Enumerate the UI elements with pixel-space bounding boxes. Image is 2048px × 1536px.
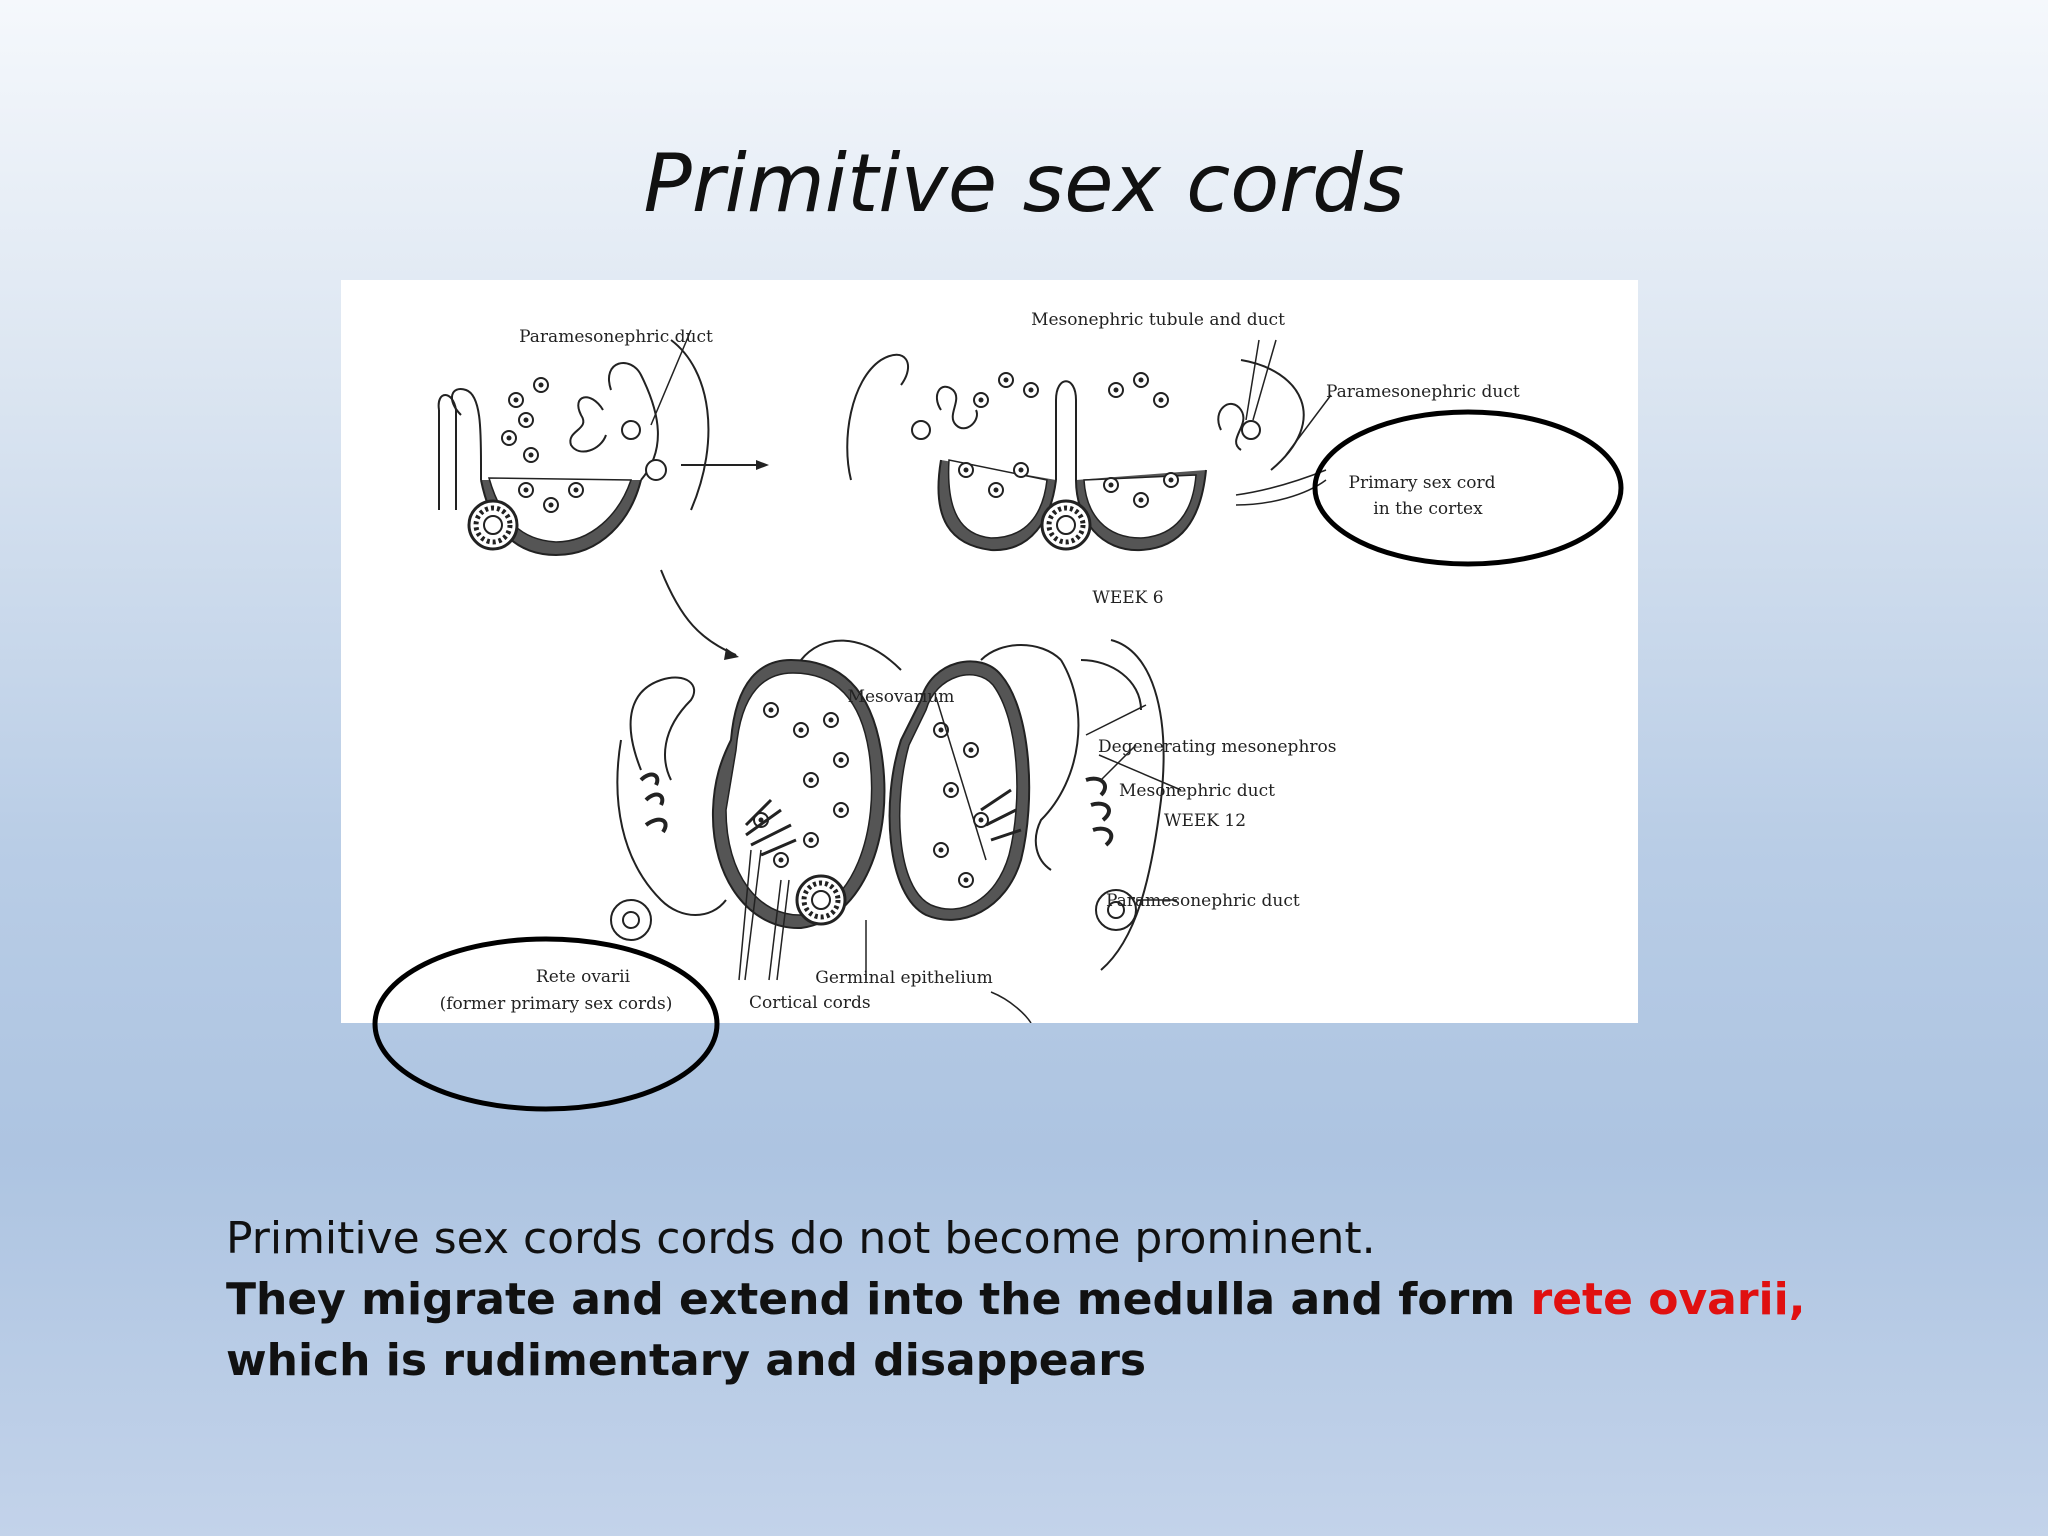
body-line-3: which is rudimentary and disappears <box>226 1335 1147 1386</box>
week6-gonad-drawing <box>846 339 1332 550</box>
body-line-2-bold: They migrate and extend into the medulla… <box>226 1274 1531 1325</box>
label-primary-sex-cord-line1: Primary sex cord <box>1349 473 1496 493</box>
top-left-gonad-drawing <box>437 329 769 557</box>
label-mesovarium: Mesovarium <box>848 687 955 707</box>
week12-ovary-drawing <box>610 639 1165 971</box>
label-week-6: WEEK 6 <box>1092 588 1163 608</box>
label-mesonephric-duct: Mesonephric duct <box>1119 781 1275 801</box>
label-primary-sex-cord-line2: in the cortex <box>1373 499 1483 519</box>
label-paramesonephric-duct-top-right: Paramesonephric duct <box>1326 382 1520 402</box>
progression-arrow <box>660 569 737 656</box>
label-paramesonephric-duct-top-left: Paramesonephric duct <box>519 327 713 347</box>
body-line-1: Primitive sex cords cords do not become … <box>226 1213 1376 1264</box>
body-line-2: They migrate and extend into the medulla… <box>226 1269 1926 1330</box>
label-rete-ovarii-line2: (former primary sex cords) <box>440 994 673 1014</box>
slide-title: Primitive sex cords <box>643 137 1405 230</box>
label-mesonephric-tubule-and-duct: Mesonephric tubule and duct <box>1031 310 1285 330</box>
label-germinal-epithelium: Germinal epithelium <box>815 968 992 988</box>
label-week-12: WEEK 12 <box>1164 811 1246 831</box>
slide-body-text: Primitive sex cords cords do not become … <box>226 1208 1926 1391</box>
embryology-diagram: Paramesonephric duct Mesonephric tubule … <box>341 280 1638 1023</box>
body-line-2-highlight: rete ovarii, <box>1530 1274 1806 1325</box>
diagram-drawing: Paramesonephric duct Mesonephric tubule … <box>437 310 1520 1023</box>
label-rete-ovarii-line1: Rete ovarii <box>536 967 631 987</box>
label-cortical-cords: Cortical cords <box>749 993 871 1013</box>
label-paramesonephric-duct-bottom: Paramesonephric duct <box>1106 891 1300 911</box>
label-degenerating-mesonephros: Degenerating mesonephros <box>1098 737 1336 757</box>
